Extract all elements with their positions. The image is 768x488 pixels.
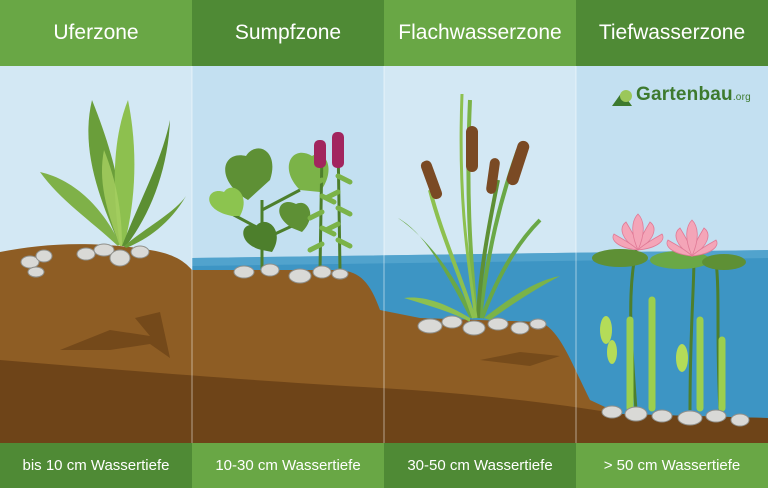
zone-3-depth: 30-50 cm Wassertiefe bbox=[407, 457, 553, 474]
zone-4-footer: > 50 cm Wassertiefe bbox=[576, 443, 768, 488]
water-lily-plant bbox=[592, 213, 746, 412]
gartenbau-logo-icon bbox=[612, 90, 632, 106]
root-shadow bbox=[480, 352, 560, 366]
logo-brand: Gartenbau bbox=[636, 84, 733, 105]
root-shadow bbox=[60, 312, 170, 358]
marsh-plant bbox=[209, 148, 329, 272]
gartenbau-logo: Gartenbau.org bbox=[610, 84, 751, 106]
zone-4-header: Tiefwasserzone bbox=[576, 0, 768, 66]
shoreline-plant bbox=[40, 100, 186, 248]
zone-2-footer: 10-30 cm Wassertiefe bbox=[192, 443, 384, 488]
zone-3-header: Flachwasserzone bbox=[384, 0, 576, 66]
zone-4-title: Tiefwasserzone bbox=[598, 21, 746, 44]
pebbles bbox=[20, 243, 750, 427]
zone-3-footer: 30-50 cm Wassertiefe bbox=[384, 443, 576, 488]
zone-2-depth: 10-30 cm Wassertiefe bbox=[215, 457, 361, 474]
cattail-plant bbox=[398, 93, 560, 322]
zone-3-title: Flachwasserzone bbox=[398, 21, 562, 44]
zone-2-title: Sumpfzone bbox=[234, 21, 342, 44]
zone-1-header: Uferzone bbox=[0, 0, 192, 66]
logo-text: Gartenbau.org bbox=[636, 84, 751, 106]
spike-plant bbox=[307, 132, 353, 271]
zone-1-title: Uferzone bbox=[53, 21, 139, 44]
zone-4-depth: > 50 cm Wassertiefe bbox=[603, 457, 741, 474]
zone-1-footer: bis 10 cm Wassertiefe bbox=[0, 443, 192, 488]
zone-1-depth: bis 10 cm Wassertiefe bbox=[22, 457, 170, 474]
zone-2-header: Sumpfzone bbox=[192, 0, 384, 66]
logo-suffix: .org bbox=[732, 92, 751, 103]
